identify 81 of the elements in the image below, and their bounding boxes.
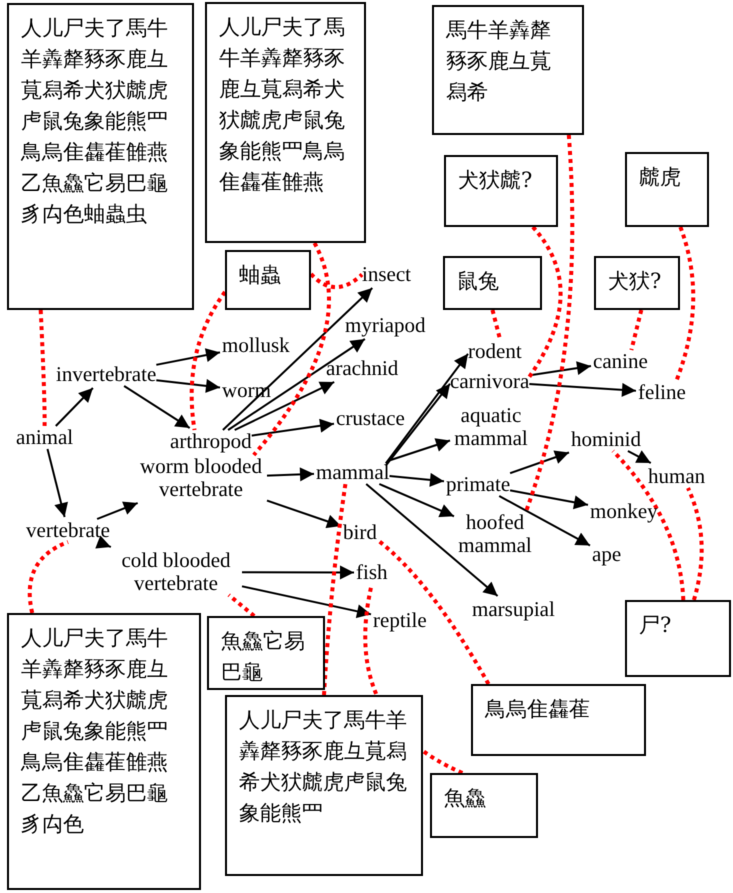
text-box: 人儿尸夫了馬牛羊羴犛豩豕鹿彑萈舄希犬犾虤虎虍鼠兔象能熊罒鳥烏隹雥萑雔燕 [205,2,366,243]
node-label: arachnid [326,357,398,380]
node-label: canine [593,350,648,373]
arrow [95,535,112,548]
leader-line [38,310,47,426]
node-label: bird [343,521,377,544]
text-box: 魚鱻 [430,773,538,838]
node-label: animal [16,426,74,449]
node-label: primate [446,473,510,496]
arrow [627,450,652,464]
text-box: 蚰蟲 [225,250,311,310]
node-label: ape [592,543,622,566]
leader-line [528,226,563,378]
leader-line [629,310,644,350]
leader-line [612,450,686,600]
leader-line [686,487,704,601]
text-box: 人儿尸夫了馬牛羊羴犛豩豕鹿彑萈舄希犬犾虤虎虍鼠兔象能熊罒 [225,695,423,876]
arrow [252,418,334,437]
node-label: insect [362,263,411,286]
leader-line [252,242,331,456]
node-label: hoofed mammal [456,511,534,557]
leader-line [28,540,69,614]
arrow [242,565,354,580]
node-label: fish [356,561,388,584]
node-label: rodent [468,340,522,363]
arrow [510,450,570,474]
node-label: mollusk [222,334,290,357]
text-box: 馬牛羊羴犛豩豕鹿彑萈舄希 [432,5,584,135]
node-label: aquatic mammal [452,404,530,450]
node-label: vertebrate [26,519,110,542]
arrow [55,387,94,427]
arrow [228,338,366,431]
leader-line [322,484,348,696]
node-label: carnivora [450,370,530,393]
arrow [266,500,342,528]
leader-line [310,272,364,290]
arrow [124,385,190,429]
arrow [46,448,68,518]
arrow [96,502,138,520]
leader-line [228,593,256,618]
leader-line [190,290,227,430]
node-label: cold blooded vertebrate [110,549,242,595]
node-label: hominid [571,428,642,451]
node-label: human [648,465,706,488]
text-box: 鼠兔 [443,256,542,310]
node-label: invertebrate [56,363,156,386]
text-box: 犬犾? [594,256,680,310]
leader-line [490,310,502,340]
arrow [385,383,451,466]
node-label: reptile [373,609,427,632]
text-box: 魚鱻它易巴龜 [207,616,325,690]
node-label: monkey [590,500,658,523]
node-label: crustace [336,407,405,430]
leader-line [674,226,696,382]
text-box: 虤虎 [625,152,709,227]
arrow [510,489,588,510]
text-box: 鳥烏隹雥萑 [471,684,646,756]
text-box: 犬犾虤? [444,155,558,227]
arrow [156,348,220,366]
arrow [366,483,498,597]
arrow [498,495,590,546]
arrow [389,472,444,487]
text-box: 人儿尸夫了馬牛羊羴犛豩豕鹿彑萈舄希犬犾虤虎虍鼠兔象能熊罒鳥烏隹雥萑雔燕乙魚鱻它易巴龜豸禸色蚰蟲虫 [7,3,194,310]
node-label: worm blooded vertebrate [135,455,267,501]
node-label: mammal [316,461,390,484]
arrow [242,585,372,618]
node-label: arthropod [170,430,252,453]
text-box: 人儿尸夫了馬牛羊羴犛豩豕鹿彑萈舄希犬犾虤虎虍鼠兔象能熊罒鳥烏隹雥萑雔燕乙魚鱻它易巴龜豸禸色 [7,613,201,890]
arrow [156,378,220,393]
arrow [266,467,314,482]
arrow [387,438,450,462]
node-label: feline [638,381,686,404]
arrow [378,483,454,518]
arrow [529,382,636,397]
leader-line [376,538,490,685]
text-box: 尸? [625,600,731,677]
node-label: marsupial [472,598,555,621]
node-label: myriapod [345,314,426,337]
leader-line [524,134,574,512]
arrow [222,287,373,431]
arrow [385,353,469,464]
